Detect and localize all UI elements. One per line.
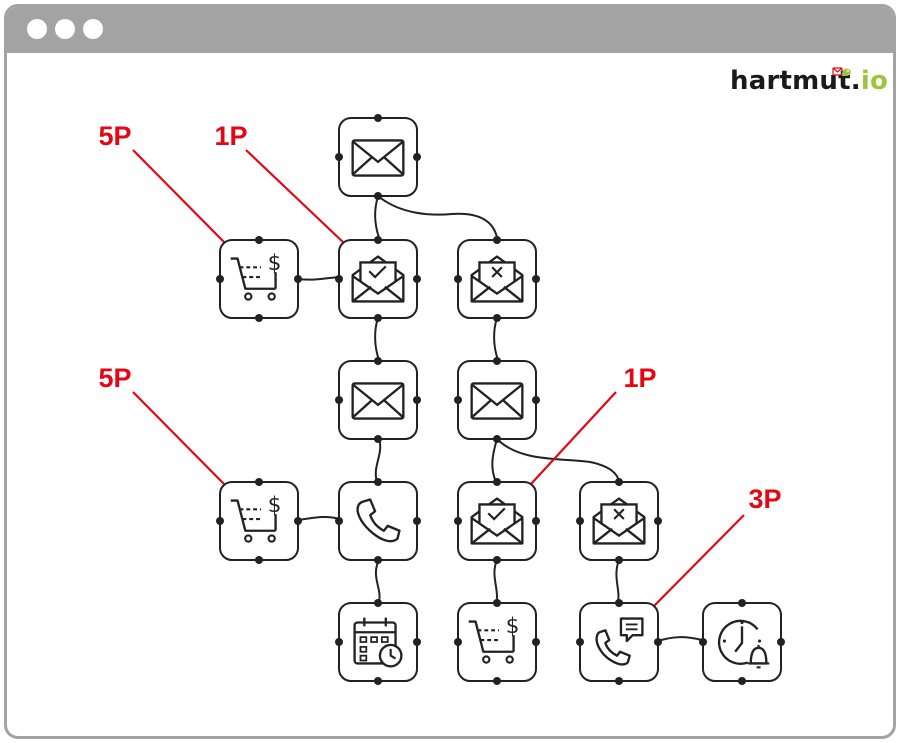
connector <box>615 559 620 605</box>
node-appointment <box>335 599 421 685</box>
points-label: 1P <box>623 363 656 393</box>
points-label: 1P <box>214 121 247 151</box>
label-leaders <box>132 149 745 609</box>
label-leader <box>245 149 346 245</box>
point-labels: 5P 1P 5P 1P 3P <box>98 121 781 514</box>
connector <box>496 438 620 483</box>
brand-suffix: io <box>860 66 889 96</box>
diagram-nodes <box>216 114 785 685</box>
label-leader <box>132 149 227 245</box>
label-leader <box>132 391 227 487</box>
node-email-not-opened <box>454 236 540 322</box>
points-label: 5P <box>98 363 131 393</box>
envelope-opened-check-icon <box>351 255 405 303</box>
connector <box>374 317 380 361</box>
node-email-opened <box>335 236 421 322</box>
envelope-opened-check-icon <box>470 497 524 545</box>
node-email-not-opened <box>576 478 662 564</box>
points-label: 5P <box>98 121 131 151</box>
brand-logo: hartmut.io <box>730 66 888 96</box>
chameleon-logo-icon <box>832 67 851 76</box>
window-dot-icon <box>55 19 75 39</box>
node-call <box>335 478 421 564</box>
connector <box>374 195 380 239</box>
connector <box>493 559 498 605</box>
node-email <box>335 357 421 443</box>
connector <box>493 317 499 361</box>
connector <box>374 438 382 483</box>
connector <box>374 559 381 605</box>
node-purchase <box>216 236 302 322</box>
window-titlebar <box>7 7 893 53</box>
label-leader <box>651 514 745 609</box>
connector <box>657 636 703 642</box>
connector <box>491 438 498 483</box>
node-email <box>454 357 540 443</box>
node-call-message <box>576 599 662 685</box>
window-dot-icon <box>83 19 103 39</box>
envelope-opened-x-icon <box>592 497 646 545</box>
connector <box>297 516 341 521</box>
node-email-opened <box>454 478 540 564</box>
node-purchase <box>454 599 540 685</box>
envelope-opened-x-icon <box>470 255 524 303</box>
window-dot-icon <box>27 19 47 39</box>
node-reminder <box>699 599 785 685</box>
connector <box>297 276 341 281</box>
node-email <box>335 114 421 200</box>
browser-window <box>4 4 896 739</box>
connectors <box>297 195 703 642</box>
node-purchase <box>216 478 302 564</box>
connector <box>377 195 498 239</box>
points-label: 3P <box>748 484 781 514</box>
label-leader <box>530 391 617 485</box>
